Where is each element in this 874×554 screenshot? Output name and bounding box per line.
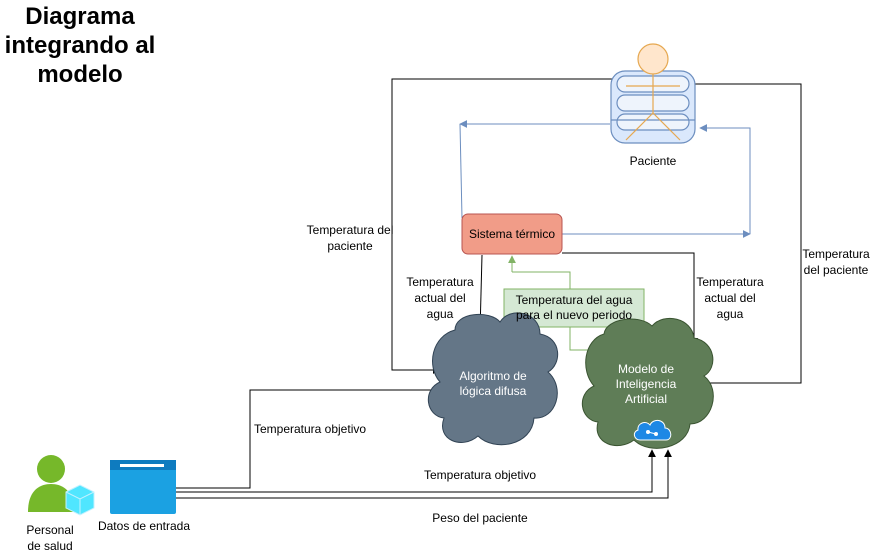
browser-window-icon xyxy=(110,460,176,514)
edge-input-data xyxy=(176,386,672,499)
ai-cloud-shape xyxy=(581,317,714,449)
user-cube-icon xyxy=(28,455,95,516)
patient-node xyxy=(610,43,696,144)
edge-label-target-temp-fuzzy: Temperatura objetivo xyxy=(253,422,367,436)
ai-cloud-icon xyxy=(633,420,672,441)
health-staff-label: Personal de salud xyxy=(26,523,74,553)
fuzzy-algorithm-label: Algoritmo de lógica difusa xyxy=(459,369,527,398)
edge-label-water-temp-right: Temperatura actual del agua xyxy=(696,275,764,321)
page-title: Diagrama integrando al modelo xyxy=(4,3,156,88)
edge-temp-patient-loop xyxy=(391,78,802,387)
thermal-system-label: Sistema térmico xyxy=(468,226,556,241)
edge-label-patient-weight: Peso del paciente xyxy=(432,511,528,525)
edge-label-target-temp-ai: Temperatura objetivo xyxy=(423,468,537,482)
patient-label: Paciente xyxy=(629,154,677,168)
edge-label-temp-patient-left: Temperatura del paciente xyxy=(306,223,394,253)
person-icon xyxy=(625,43,681,141)
water-next-period-label: Temperatura del agua para el nuevo perio… xyxy=(515,293,633,322)
thermal-system-box xyxy=(461,213,563,255)
ai-model-label: Modelo de Inteligencia Artificial xyxy=(615,361,677,406)
edge-label-water-temp-left: Temperatura actual del agua xyxy=(406,275,474,321)
fuzzy-cloud-shape xyxy=(427,312,559,446)
input-data-label: Datos de entrada xyxy=(97,519,191,533)
edge-label-temp-patient-right: Temperatura del paciente xyxy=(802,247,870,277)
edge-patient-thermal xyxy=(459,120,751,238)
